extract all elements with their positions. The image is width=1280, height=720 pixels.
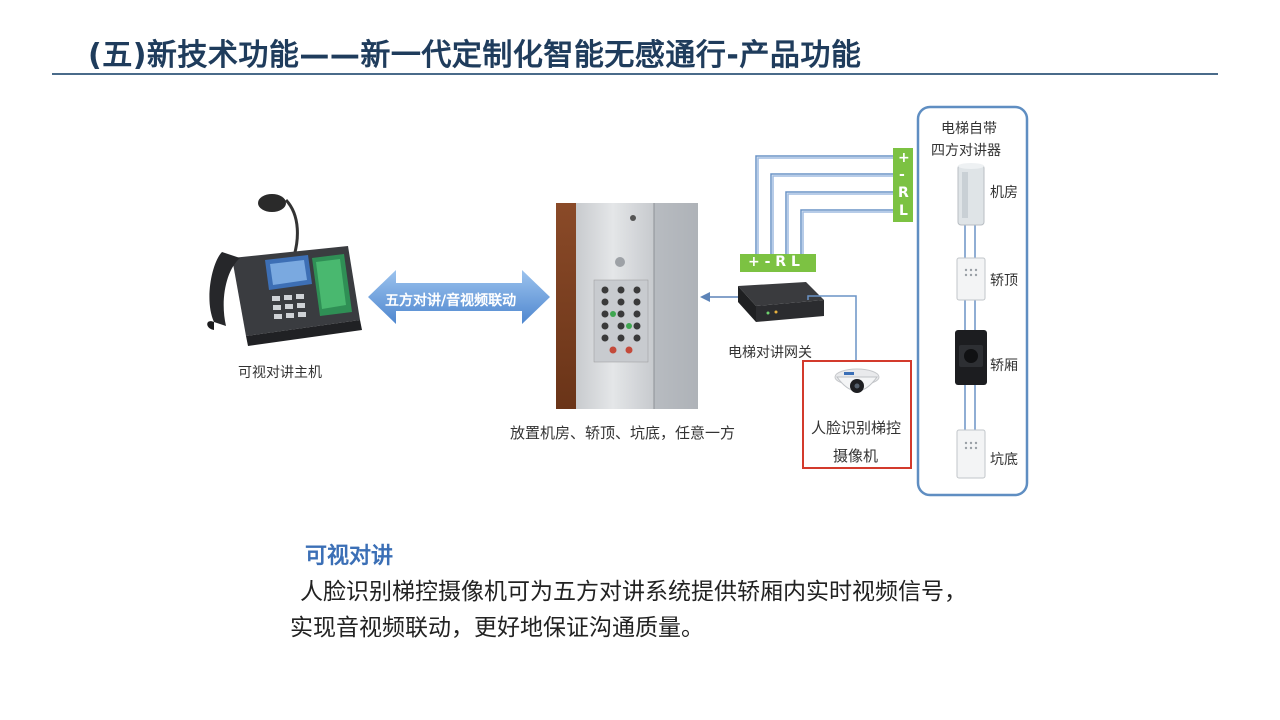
gateway-terminal-strip bbox=[740, 254, 816, 272]
page-title: (五)新技术功能——新一代定制化智能无感通行-产品功能 bbox=[88, 38, 862, 73]
car-cabin-intercom-icon bbox=[955, 330, 987, 385]
gateway-label: 电梯对讲网关 bbox=[728, 345, 812, 361]
section-body-text: 人脸识别梯控摄像机可为五方对讲系统提供轿厢内实时视频信号，实现音视频联动，更好地… bbox=[290, 579, 967, 641]
phone-label: 可视对讲主机 bbox=[238, 365, 322, 381]
car-top-intercom-icon bbox=[956, 257, 986, 301]
panel-title-line2: 四方对讲器 bbox=[931, 143, 1001, 159]
title-divider bbox=[52, 73, 1218, 75]
section-body: 人脸识别梯控摄像机可为五方对讲系统提供轿厢内实时视频信号，实现音视频联动，更好地… bbox=[290, 574, 980, 646]
camera-wire bbox=[807, 295, 857, 360]
section-heading: 可视对讲 bbox=[305, 544, 394, 569]
machine-room-intercom-icon bbox=[957, 163, 985, 226]
arrow-left-icon bbox=[700, 292, 710, 302]
camera-label-line1: 人脸识别梯控 bbox=[811, 419, 902, 437]
camera-label-line2: 摄像机 bbox=[833, 447, 879, 465]
dome-camera-icon bbox=[834, 368, 880, 393]
panel-title-line1: 电梯自带 bbox=[941, 121, 997, 137]
intercom-phone-icon bbox=[207, 194, 362, 346]
column-terminal-l: L bbox=[899, 203, 908, 219]
station-label-pit: 坑底 bbox=[990, 452, 1018, 468]
column-terminal-r: R bbox=[898, 185, 909, 201]
intercom-gateway-icon bbox=[738, 282, 824, 322]
elevator-caption: 放置机房、轿顶、坑底，任意一方 bbox=[510, 424, 736, 442]
intercom-wiring bbox=[755, 155, 893, 256]
column-terminal-minus: - bbox=[899, 167, 905, 183]
bidirectional-arrow bbox=[368, 270, 550, 324]
elevator-car-image bbox=[556, 203, 698, 409]
station-label-car-cabin: 轿厢 bbox=[990, 358, 1018, 374]
station-label-car-top: 轿顶 bbox=[990, 273, 1018, 289]
four-way-intercom-panel bbox=[916, 105, 1029, 497]
gateway-terminal-labels: + - R L bbox=[748, 254, 800, 270]
pit-intercom-icon bbox=[956, 429, 986, 479]
link-label: 五方对讲/音视频联动 bbox=[385, 293, 517, 309]
station-bus bbox=[964, 225, 976, 430]
column-terminal-strip bbox=[893, 148, 913, 222]
column-terminal-plus: + bbox=[898, 150, 910, 166]
station-label-machine-room: 机房 bbox=[990, 185, 1018, 201]
